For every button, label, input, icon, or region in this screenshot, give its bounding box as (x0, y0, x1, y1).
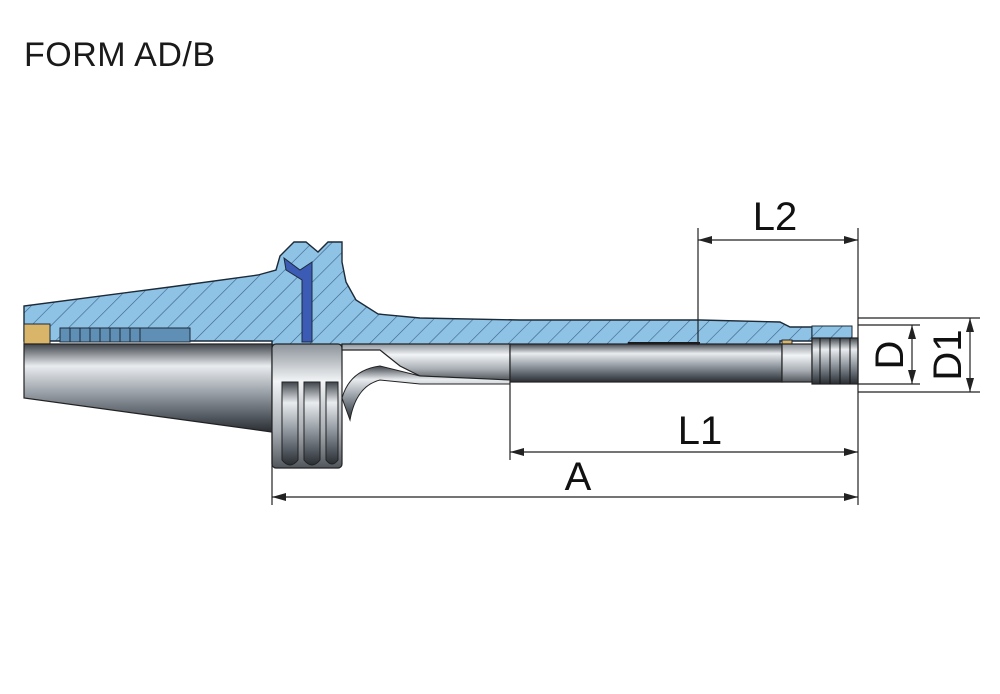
dimension-label-d: D (868, 341, 912, 370)
form-title: FORM AD/B (24, 36, 216, 74)
dimension-label-l1: L1 (678, 409, 723, 453)
dimension-label-d1: D1 (926, 329, 970, 380)
brass-retention-nut (23, 323, 51, 345)
dimension-arrows (272, 236, 974, 501)
dimension-label-a: A (565, 455, 592, 499)
coolant-insert (283, 256, 313, 343)
dimension-label-l2: L2 (753, 195, 798, 239)
cross-section-upper (23, 241, 853, 355)
shank-lower-half (23, 337, 859, 469)
dimension-lines (271, 228, 980, 505)
